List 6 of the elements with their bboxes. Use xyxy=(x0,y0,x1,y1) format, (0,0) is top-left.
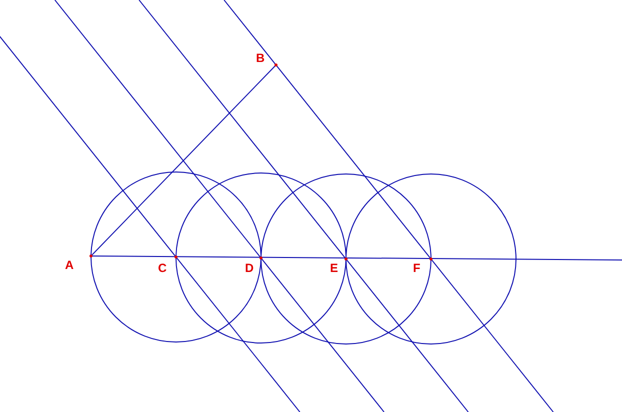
point-label: B xyxy=(256,52,265,65)
point-label: D xyxy=(245,262,254,275)
point-label: A xyxy=(65,259,74,272)
point-label: F xyxy=(413,262,420,275)
point-label: E xyxy=(330,262,338,275)
point-label: C xyxy=(158,262,167,275)
